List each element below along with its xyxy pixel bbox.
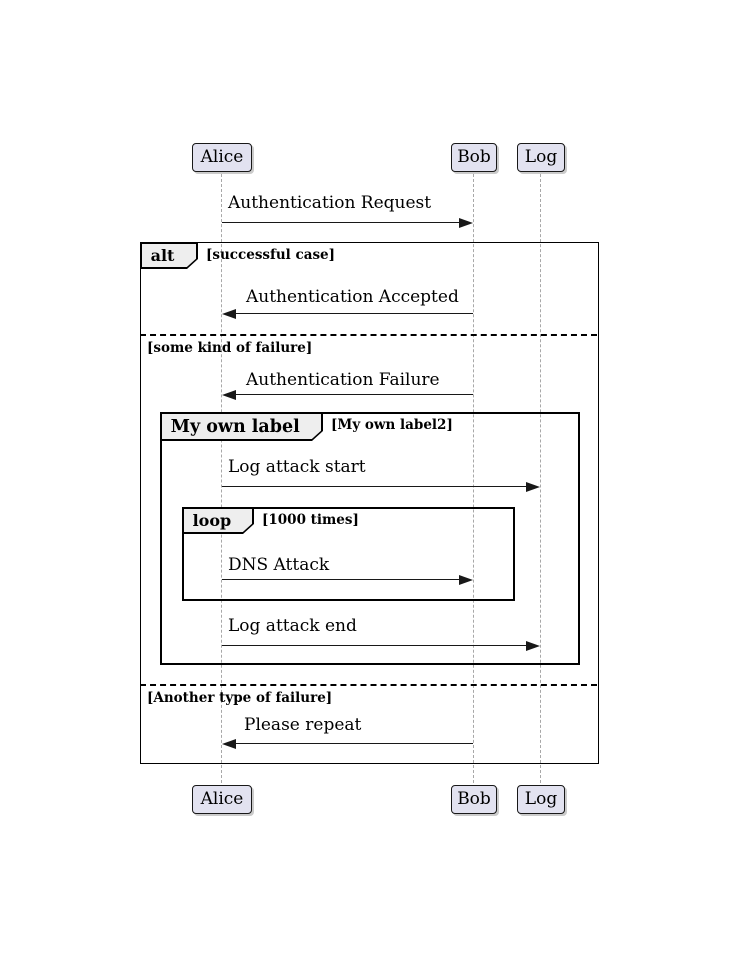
message-line — [222, 486, 527, 487]
message-label-log-attack-start: Log attack start — [228, 457, 366, 477]
alt-divider-1 — [140, 334, 597, 336]
message-line — [222, 645, 527, 646]
actor-label: Alice — [200, 789, 244, 809]
actor-label: Bob — [457, 147, 491, 167]
message-line — [235, 743, 473, 744]
message-line — [222, 579, 460, 580]
loop-frame — [182, 507, 515, 601]
message-label-authentication-request: Authentication Request — [228, 193, 432, 213]
message-label-authentication-accepted: Authentication Accepted — [246, 287, 459, 307]
arrowhead-icon — [526, 641, 540, 651]
actor-label: Log — [524, 789, 558, 809]
arrowhead-icon — [222, 309, 236, 319]
arrowhead-icon — [222, 390, 236, 400]
message-line — [222, 222, 460, 223]
message-label-dns-attack: DNS Attack — [228, 555, 330, 575]
actor-log-top: Log — [517, 143, 565, 172]
actor-alice-top: Alice — [192, 143, 252, 172]
group-keyword: My own label — [162, 414, 322, 440]
arrowhead-icon — [459, 575, 473, 585]
alt-condition-3: [Another type of failure] — [147, 690, 333, 706]
message-line — [235, 394, 473, 395]
actor-bob-top: Bob — [451, 143, 497, 172]
alt-divider-2 — [140, 684, 597, 686]
lifeline-bob — [472, 174, 474, 783]
group-frame-tab: My own label — [160, 412, 323, 441]
loop-condition: [1000 times] — [262, 512, 359, 528]
arrowhead-icon — [459, 218, 473, 228]
alt-frame — [140, 242, 599, 764]
actor-bob-bottom: Bob — [451, 785, 497, 814]
message-line — [235, 313, 473, 314]
alt-condition-2: [some kind of failure] — [147, 340, 313, 356]
group-frame — [160, 412, 580, 665]
loop-keyword: loop — [184, 509, 253, 533]
message-label-log-attack-end: Log attack end — [228, 616, 357, 636]
alt-condition-1: [successful case] — [206, 247, 336, 263]
arrowhead-icon — [526, 482, 540, 492]
actor-label: Bob — [457, 789, 491, 809]
alt-keyword: alt — [142, 244, 197, 268]
alt-frame-tab: alt — [140, 242, 198, 269]
message-label-please-repeat: Please repeat — [244, 715, 362, 735]
actor-log-bottom: Log — [517, 785, 565, 814]
actor-alice-bottom: Alice — [192, 785, 252, 814]
lifeline-alice — [220, 174, 222, 783]
group-condition: [My own label2] — [331, 417, 453, 433]
actor-label: Log — [524, 147, 558, 167]
lifeline-log — [539, 174, 541, 783]
loop-frame-tab: loop — [182, 507, 254, 534]
actor-label: Alice — [200, 147, 244, 167]
message-label-authentication-failure: Authentication Failure — [246, 370, 440, 390]
arrowhead-icon — [222, 739, 236, 749]
